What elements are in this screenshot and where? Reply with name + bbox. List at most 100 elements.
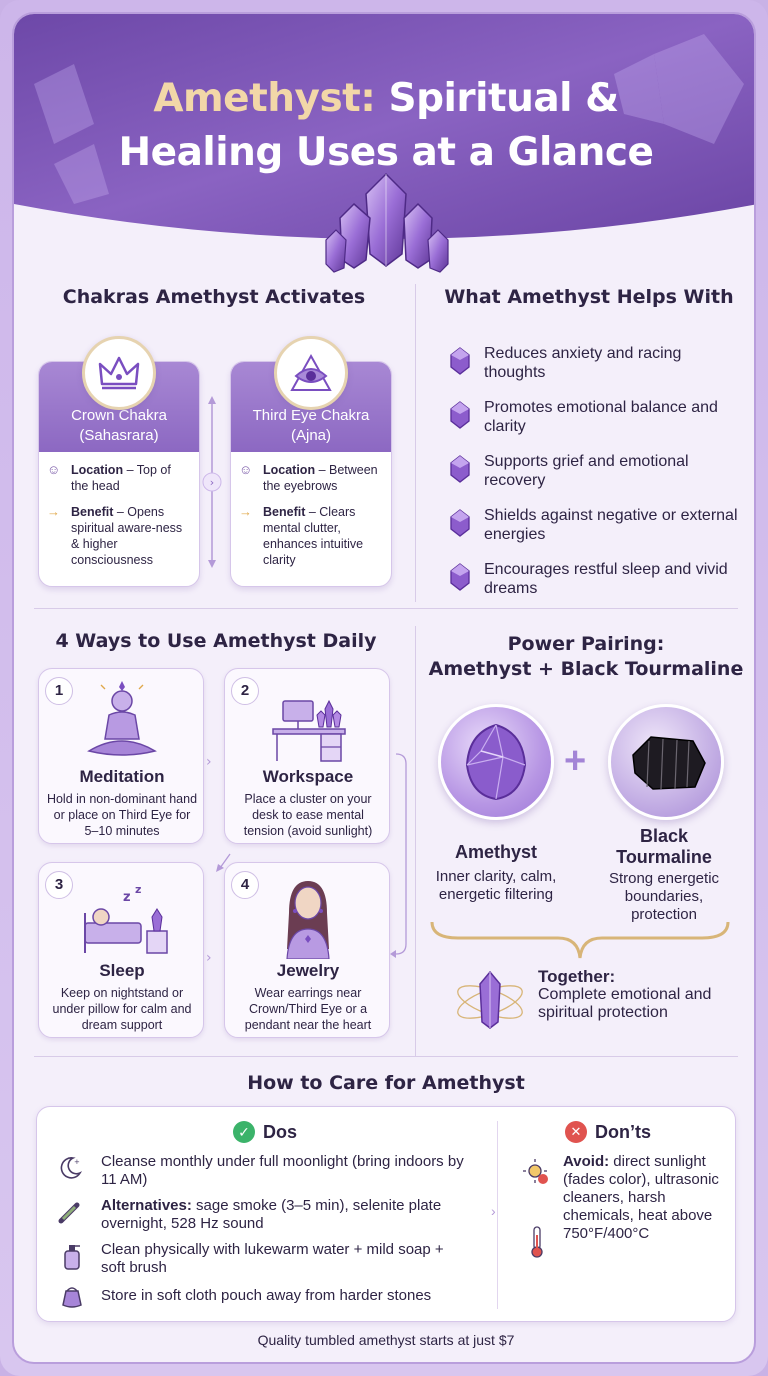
arrow-right-icon: → bbox=[239, 504, 252, 519]
way-description: Keep on nightstand or under pillow for c… bbox=[52, 986, 192, 1032]
horizontal-divider-2 bbox=[34, 1056, 738, 1057]
crown-icon bbox=[98, 356, 140, 390]
crown-icon-medal bbox=[82, 336, 156, 410]
third-eye-icon bbox=[290, 353, 332, 391]
svg-text:›: › bbox=[206, 754, 212, 770]
plus-sign: + bbox=[564, 740, 587, 782]
sleep-icon: z z bbox=[84, 883, 168, 954]
crystal-cluster-icon bbox=[325, 172, 449, 273]
amethyst-name: Amethyst bbox=[454, 842, 538, 862]
desk-icon bbox=[272, 699, 346, 762]
dos-item-3: Store in soft cloth pouch away from hard… bbox=[101, 1287, 432, 1304]
head-icon: ☺ bbox=[47, 462, 61, 477]
help-text: Promotes emotional balance and clarity bbox=[484, 399, 718, 435]
gem-icon bbox=[450, 347, 470, 375]
way-description: Place a cluster on your desk to ease men… bbox=[243, 792, 373, 838]
face-icon: ☺ bbox=[239, 462, 253, 477]
dos-item-0: Cleanse monthly under full moonlight (br… bbox=[101, 1153, 464, 1188]
footer-note: Quality tumbled amethyst starts at just … bbox=[257, 1332, 515, 1348]
gem-icon bbox=[450, 563, 470, 591]
care-divider bbox=[497, 1121, 498, 1309]
svg-text:z: z bbox=[123, 890, 131, 905]
svg-text:›: › bbox=[206, 950, 212, 966]
donts-title: ✕ Don’ts bbox=[565, 1121, 651, 1143]
title-line2: Healing Uses at a Glance bbox=[118, 130, 655, 175]
way-title: Meditation bbox=[79, 767, 165, 786]
way-title: Sleep bbox=[99, 961, 145, 980]
dos-title: ✓ Dos bbox=[233, 1121, 297, 1143]
pouch-icon bbox=[59, 1283, 82, 1308]
amethyst-gem-icon bbox=[465, 723, 527, 801]
jewelry-icon bbox=[286, 881, 330, 960]
help-item: Encourages restful sleep and vivid dream… bbox=[446, 560, 746, 598]
horizontal-divider-1 bbox=[34, 608, 738, 609]
care-heading: How to Care for Amethyst bbox=[247, 1072, 525, 1094]
amethyst-desc: Inner clarity, calm, energetic filtering bbox=[435, 868, 557, 903]
moon-icon: + bbox=[57, 1155, 83, 1179]
chakras-heading: Chakras Amethyst Activates bbox=[62, 286, 366, 308]
step-number: 3 bbox=[45, 871, 73, 899]
step-number: 4 bbox=[231, 871, 259, 899]
help-item: Shields against negative or external ene… bbox=[446, 506, 746, 544]
title-accent: Amethyst: bbox=[153, 76, 376, 121]
third-eye-chakra-card: Third Eye Chakra (Ajna) ☺ Location – Bet… bbox=[230, 361, 392, 587]
pairing-brace bbox=[430, 921, 730, 959]
header-background bbox=[14, 14, 754, 273]
tourmaline-desc: Strong energetic boundaries, protection bbox=[608, 870, 720, 923]
dos-item-2: Clean physically with lukewarm water + m… bbox=[101, 1241, 444, 1276]
amethyst-stone bbox=[438, 704, 554, 820]
vertical-divider-bottom bbox=[415, 626, 416, 1056]
sun-icon bbox=[521, 1157, 551, 1192]
svg-text:z: z bbox=[135, 883, 141, 896]
vertical-divider-top bbox=[415, 284, 416, 602]
tourmaline-icon bbox=[632, 736, 706, 790]
ways-heading: 4 Ways to Use Amethyst Daily bbox=[55, 630, 377, 652]
gem-icon bbox=[450, 455, 470, 483]
way-title: Jewelry bbox=[276, 961, 340, 980]
title-line1: Spiritual & bbox=[375, 76, 619, 121]
way-description: Hold in non-dominant hand or place on Th… bbox=[46, 792, 198, 838]
orbit-crystal-icon bbox=[457, 970, 523, 1029]
chakra-connector: › bbox=[202, 396, 222, 568]
dos-item-1: Alternatives: sage smoke (3–5 min), sele… bbox=[101, 1197, 442, 1232]
together-block: Together: Complete emotional and spiritu… bbox=[538, 967, 712, 1022]
check-icon: ✓ bbox=[233, 1121, 255, 1143]
care-panel: ✓ Dos + Cleanse monthly under full moonl… bbox=[36, 1106, 736, 1322]
thermometer-icon bbox=[525, 1225, 549, 1264]
help-text: Supports grief and emotional recovery bbox=[484, 453, 689, 489]
help-item: Supports grief and emotional recovery bbox=[446, 452, 746, 490]
cross-icon: ✕ bbox=[565, 1121, 587, 1143]
step-number: 2 bbox=[231, 677, 259, 705]
gem-icon bbox=[450, 401, 470, 429]
arrow-right-icon: → bbox=[47, 504, 60, 519]
tourmaline-name: Black Tourmaline bbox=[616, 826, 712, 867]
helps-heading: What Amethyst Helps With bbox=[444, 286, 734, 308]
way-card-meditation: 1 Meditation Hold in non-dominant hand o… bbox=[38, 668, 204, 844]
donts-text: Avoid: direct sunlight (fades color), ul… bbox=[563, 1153, 719, 1242]
svg-text:+: + bbox=[74, 1158, 80, 1166]
help-item: Promotes emotional balance and clarity bbox=[446, 398, 746, 436]
page-title: Amethyst: Spiritual & Healing Uses at a … bbox=[14, 72, 754, 180]
pairing-heading: Power Pairing: Amethyst + Black Tourmali… bbox=[428, 633, 744, 680]
help-text: Encourages restful sleep and vivid dream… bbox=[484, 561, 728, 597]
gem-icon bbox=[450, 509, 470, 537]
infographic-card: Amethyst: Spiritual & Healing Uses at a … bbox=[12, 12, 756, 1364]
soap-icon bbox=[59, 1241, 81, 1270]
ways-flow-arrows: › › bbox=[206, 753, 407, 966]
way-card-jewelry: 4 Jewelry Wear earrings near Crown/Third… bbox=[224, 862, 390, 1038]
header-banner: Amethyst: Spiritual & Healing Uses at a … bbox=[14, 14, 754, 304]
chevron-right-icon: › bbox=[491, 1203, 496, 1219]
way-card-workspace: 2 Workspace Place a cluster on your desk… bbox=[224, 668, 390, 844]
sage-icon bbox=[57, 1199, 80, 1224]
way-description: Wear earrings near Crown/Third Eye or a … bbox=[244, 986, 372, 1032]
help-item: Reduces anxiety and racing thoughts bbox=[446, 344, 746, 382]
third-eye-icon-medal bbox=[274, 336, 348, 410]
black-tourmaline-stone bbox=[608, 704, 724, 820]
help-text: Reduces anxiety and racing thoughts bbox=[484, 345, 682, 381]
help-text: Shields against negative or external ene… bbox=[484, 507, 738, 543]
step-number: 1 bbox=[45, 677, 73, 705]
meditation-icon bbox=[87, 681, 157, 756]
svg-text:›: › bbox=[210, 476, 214, 489]
way-title: Workspace bbox=[262, 767, 354, 786]
way-card-sleep: z z 3 Sleep Keep on nightstand or under … bbox=[38, 862, 204, 1038]
